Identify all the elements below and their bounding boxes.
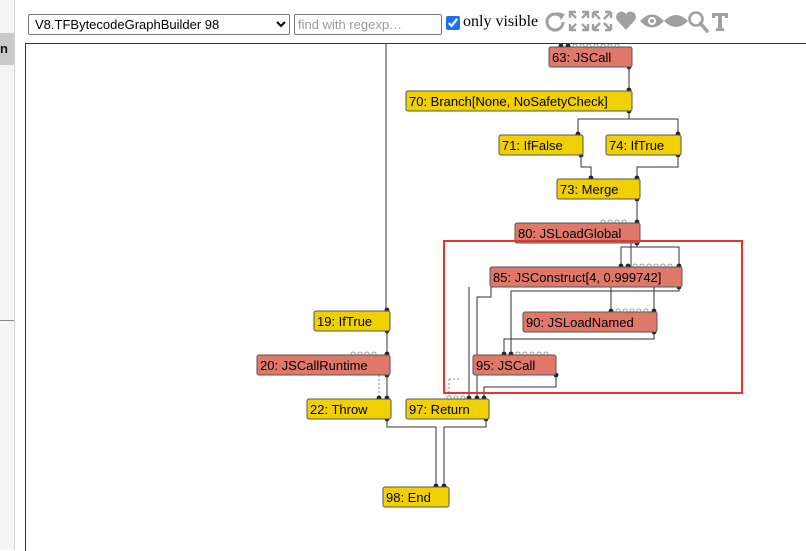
left-panel-tab[interactable]: n (0, 33, 14, 65)
graph-node-box[interactable] (313, 310, 391, 332)
graph-node-label: 63: JSCall (552, 50, 611, 65)
graph-node-19[interactable]: 19: IfTrue (313, 310, 391, 332)
graph-pane[interactable]: 63: JSCall 70: Branch[None, NoSafetyCheck… (25, 43, 806, 551)
graph-node-label: 95: JSCall (476, 358, 535, 373)
graph-node-label: 80: JSLoadGlobal (518, 226, 621, 241)
graph-edge (503, 332, 655, 355)
graph-node-label: 90: JSLoadNamed (526, 315, 634, 330)
graph-node-70[interactable]: 70: Branch[None, NoSafetyCheck] (405, 90, 633, 112)
left-panel-tab-label: n (0, 41, 8, 56)
toggle-hide-dead-icon[interactable] (591, 10, 613, 32)
graph-node-74[interactable]: 74: IfTrue (605, 134, 682, 156)
graph-node-label: 97: Return (409, 402, 470, 417)
graph-node-box[interactable] (522, 311, 658, 333)
hide-selected-icon[interactable] (639, 10, 665, 32)
graph-node-label: 98: End (386, 490, 431, 505)
graph-node-box[interactable] (498, 134, 584, 156)
layout-icon[interactable] (543, 10, 567, 34)
graph-node-label: 70: Branch[None, NoSafetyCheck] (409, 94, 608, 109)
graph-node-box[interactable] (489, 266, 683, 288)
graph-node-label: 85: JSConstruct[4, 0.999742] (493, 270, 661, 285)
graph-edge (580, 155, 592, 179)
graph-node-box[interactable] (405, 90, 633, 112)
search-input[interactable] (294, 14, 442, 35)
graph-node-box[interactable] (472, 354, 557, 376)
only-visible-checkbox[interactable] (446, 16, 460, 30)
graph-node-97[interactable]: 97: Return (405, 398, 490, 420)
hide-unselected-icon[interactable] (615, 10, 637, 32)
graph-node-box[interactable] (514, 222, 641, 244)
only-visible-label: only visible (463, 13, 539, 30)
search-icon[interactable] (687, 10, 709, 34)
zoom-selection-icon[interactable] (663, 10, 689, 32)
graph-node-label: 73: Merge (560, 182, 619, 197)
graph-node-95[interactable]: 95: JSCall (472, 354, 557, 376)
graph-node-label: 22: Throw (310, 402, 368, 417)
graph-node-20[interactable]: 20: JSCallRuntime (256, 354, 391, 376)
graph-node-71[interactable]: 71: IfFalse (498, 134, 584, 156)
show-all-icon[interactable] (568, 10, 590, 32)
graph-node-box[interactable] (405, 398, 490, 420)
graph-edge (636, 155, 679, 179)
graph-edge (476, 287, 492, 399)
toggle-types-icon[interactable] (711, 10, 729, 32)
graph-node-label: 19: IfTrue (317, 314, 372, 329)
graph-node-box[interactable] (256, 354, 391, 376)
graph-canvas[interactable]: 63: JSCall 70: Branch[None, NoSafetyCheck… (26, 44, 806, 551)
graph-edge (443, 419, 487, 487)
graph-node-box[interactable] (556, 178, 641, 200)
graph-node-label: 71: IfFalse (502, 138, 563, 153)
graph-node-box[interactable] (306, 398, 392, 420)
graph-phase-select[interactable]: V8.TFBytecodeGraphBuilder 98 (28, 14, 290, 35)
graph-edge (386, 419, 437, 487)
graph-node-box[interactable] (548, 46, 633, 68)
graph-edge (629, 118, 679, 135)
graph-node-90[interactable]: 90: JSLoadNamed (522, 311, 658, 333)
highlight-box (443, 240, 743, 394)
graph-edge (620, 243, 638, 267)
graph-node-80[interactable]: 80: JSLoadGlobal (514, 222, 641, 244)
graph-node-box[interactable] (605, 134, 682, 156)
graph-node-63[interactable]: 63: JSCall (548, 46, 633, 68)
graph-node-label: 20: JSCallRuntime (260, 358, 368, 373)
graph-node-73[interactable]: 73: Merge (556, 178, 641, 200)
graph-node-box[interactable] (382, 486, 450, 508)
left-panel-divider (0, 320, 14, 321)
left-panel: n (0, 0, 15, 550)
graph-node-98[interactable]: 98: End (382, 486, 450, 508)
graph-edge (637, 246, 680, 267)
graph-nodes: 63: JSCall 70: Branch[None, NoSafetyCheck… (256, 46, 683, 508)
graph-node-22[interactable]: 22: Throw (306, 398, 392, 420)
graph-node-85[interactable]: 85: JSConstruct[4, 0.999742] (489, 266, 683, 288)
graph-edge (577, 111, 630, 135)
graph-edge (483, 375, 557, 399)
graph-node-label: 74: IfTrue (609, 138, 664, 153)
